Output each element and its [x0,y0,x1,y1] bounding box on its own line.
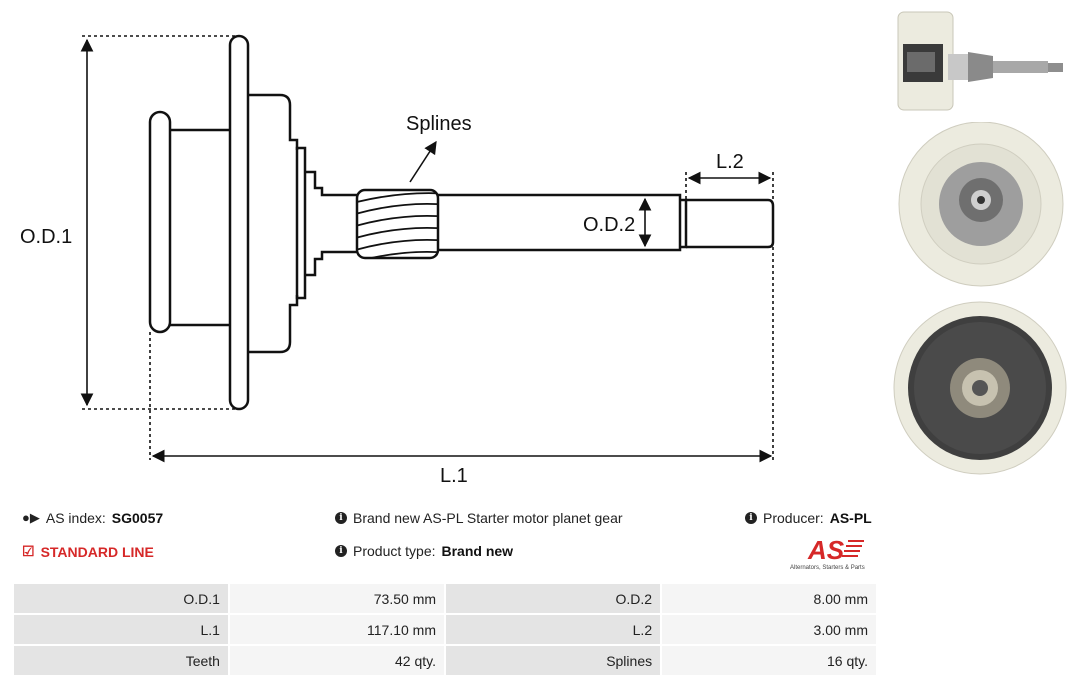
product-photo-side [893,4,1073,116]
as-index-label: AS index: [45,510,106,526]
product-type-label: Product type: [353,543,436,559]
spec-value: 3.00 mm [660,613,878,646]
product-type-value: Brand new [441,543,514,559]
spec-value: 16 qty. [660,644,878,677]
back-flange [148,110,172,334]
check-square-icon: ☑ [22,543,35,559]
info-icon: i [745,512,757,524]
splines-section [355,188,440,260]
spec-value: 73.50 mm [227,582,447,615]
product-photo-front [893,122,1073,292]
spec-label: O.D.2 [444,582,663,615]
product-photo-back [893,300,1073,480]
od1-label: O.D.1 [20,226,72,248]
logo-tagline: Alternators, Starters & Parts [790,565,865,571]
housing [248,93,299,354]
as-pl-logo: AS Alternators, Starters & Parts [790,535,865,571]
producer-label: Producer: [763,510,824,526]
l2-label: L.2 [716,151,744,173]
description: i Brand new AS-PL Starter motor planet g… [335,510,623,526]
spec-label: O.D.1 [12,582,230,615]
standard-line: ☑ STANDARD LINE [22,543,154,560]
table-row: Teeth 42 qty. Splines 16 qty. [12,644,878,677]
as-index-value: SG0057 [111,510,164,526]
producer: i Producer: AS-PL [745,510,872,526]
producer-value: AS-PL [829,510,872,526]
info-icon: i [335,545,347,557]
product-type: i Product type: Brand new [335,543,513,559]
spec-label: L.2 [444,613,663,646]
technical-drawing: O.D.1 O.D.2 L.1 L.2 Splines [20,34,775,487]
od2-label: O.D.2 [583,214,635,236]
spec-label: Teeth [12,644,230,677]
info-icon: i [335,512,347,524]
spec-label: L.1 [12,613,230,646]
specs-table: O.D.1 73.50 mm O.D.2 8.00 mm L.1 117.10 … [12,582,878,677]
as-index: ●▶ AS index: SG0057 [22,510,163,526]
spec-value: 8.00 mm [660,582,878,615]
shaft [438,193,682,252]
splines-label: Splines [406,113,472,135]
spec-value: 117.10 mm [227,613,447,646]
table-row: L.1 117.10 mm L.2 3.00 mm [12,613,878,646]
standard-line-label: STANDARD LINE [40,543,154,560]
table-row: O.D.1 73.50 mm O.D.2 8.00 mm [12,582,878,615]
collar [295,146,307,300]
logo-mark: AS [807,535,845,565]
shaft-step [305,170,357,277]
spec-label: Splines [444,644,663,677]
gear-body [170,128,230,327]
shaft-end [686,198,775,249]
tags-icon: ●▶ [22,510,40,525]
main-disc [228,34,250,411]
spec-value: 42 qty. [227,644,447,677]
l1-label: L.1 [440,465,468,487]
description-text: Brand new AS-PL Starter motor planet gea… [353,510,623,526]
